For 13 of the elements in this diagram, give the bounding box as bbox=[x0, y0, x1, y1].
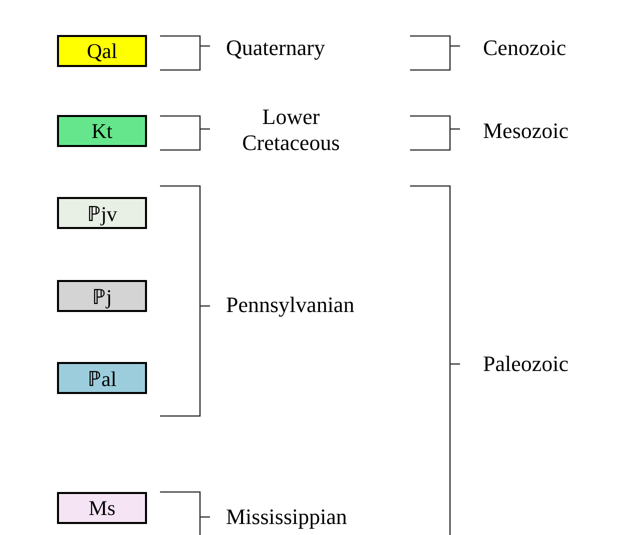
map-unit-box: ℙjv bbox=[57, 197, 147, 229]
period-label: Mississippian bbox=[226, 504, 348, 530]
period-label: Pennsylvanian bbox=[226, 292, 354, 318]
period-label: Lower Cretaceous bbox=[241, 104, 341, 156]
period-label: Quaternary bbox=[226, 35, 325, 61]
map-unit-box: Qal bbox=[57, 35, 147, 67]
period-label: Mesozoic bbox=[483, 118, 569, 144]
period-label: Paleozoic bbox=[483, 351, 569, 377]
map-unit-box: ℙal bbox=[57, 362, 147, 394]
map-unit-box: Kt bbox=[57, 115, 147, 147]
map-unit-box: Ms bbox=[57, 492, 147, 524]
map-unit-box: ℙj bbox=[57, 280, 147, 312]
period-label: Cenozoic bbox=[483, 35, 566, 61]
